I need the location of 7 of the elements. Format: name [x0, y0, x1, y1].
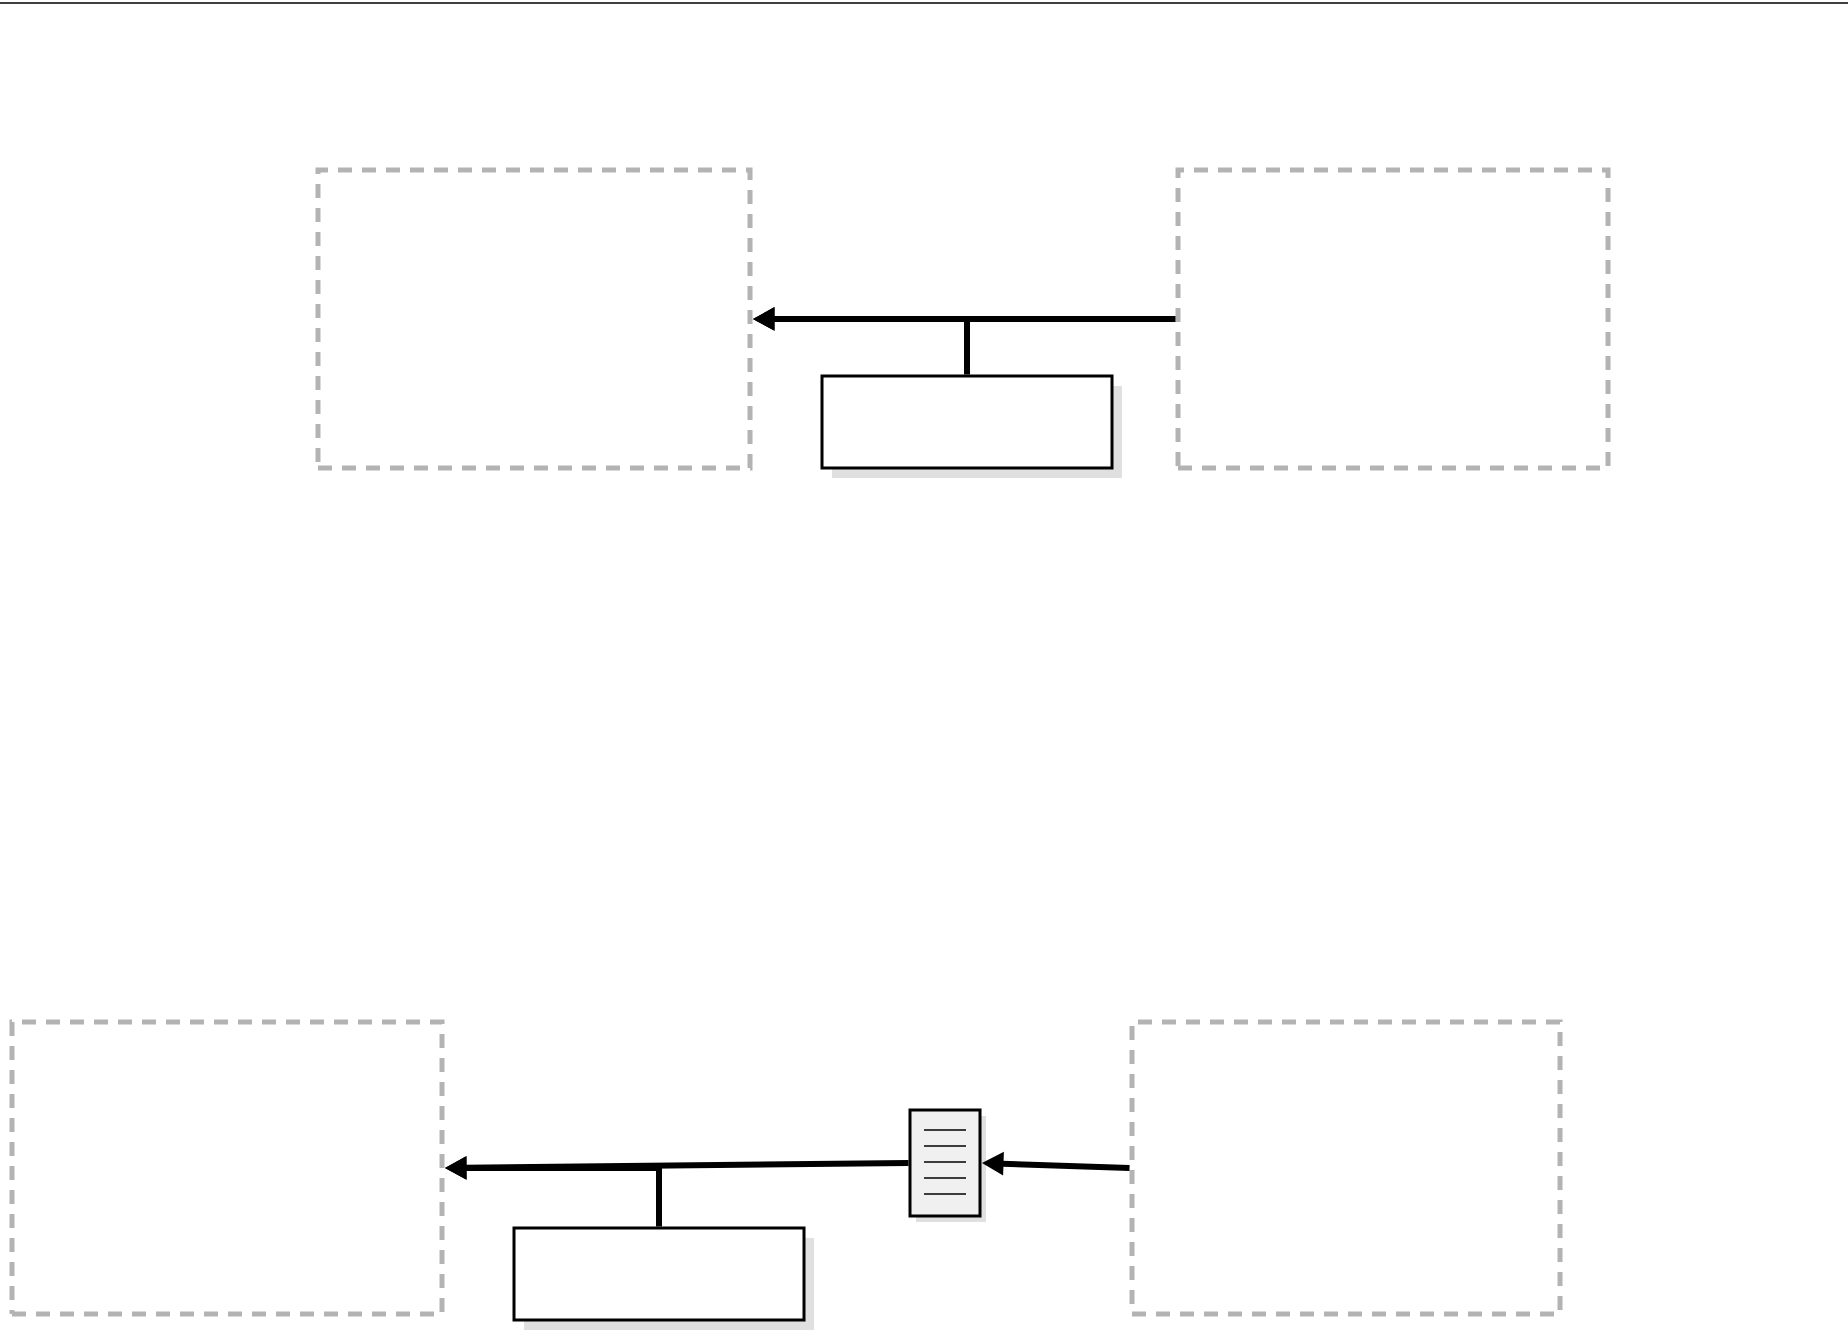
dashed-frame [315, 167, 753, 471]
dashed-frame [9, 1019, 445, 1317]
process-box [512, 1226, 814, 1330]
dashed-frame [1175, 167, 1611, 471]
dashed-frame [1129, 1019, 1563, 1317]
document-icon [908, 1108, 986, 1222]
process-box [820, 374, 1122, 478]
